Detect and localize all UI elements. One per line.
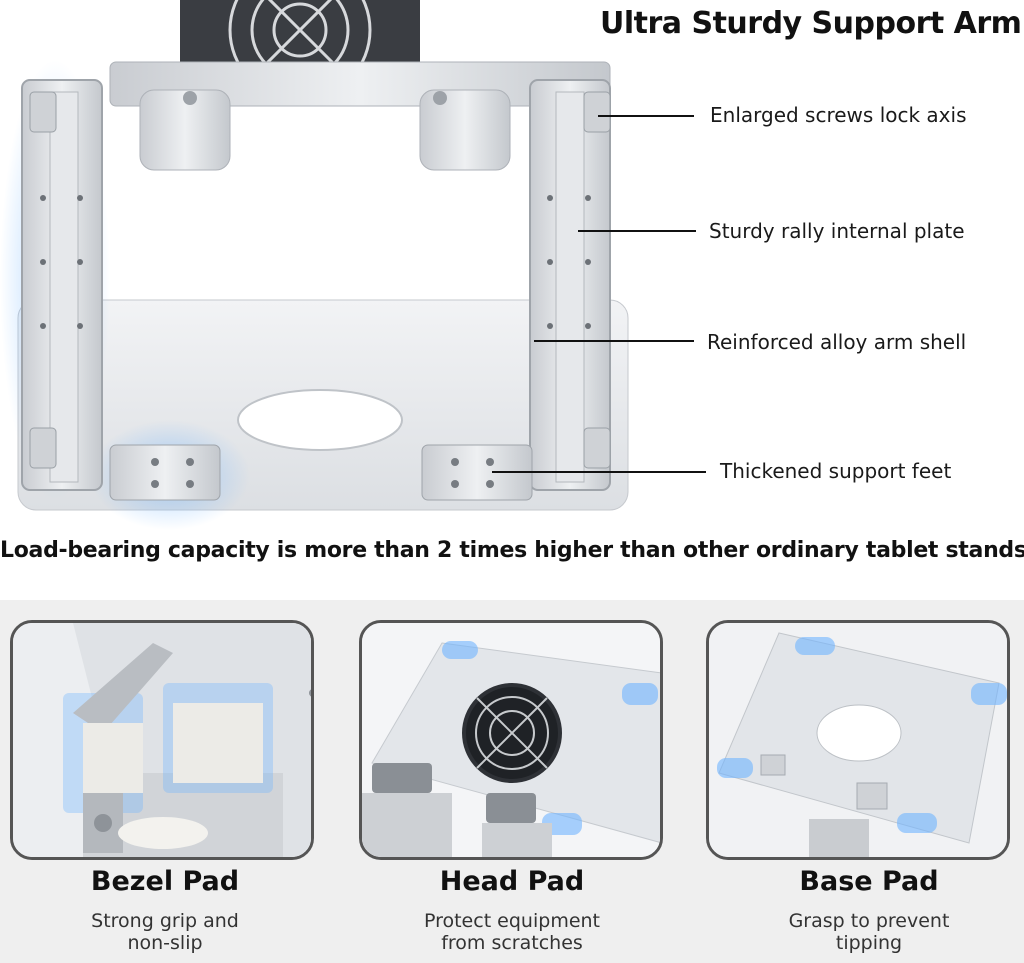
base-pad-title: Base Pad	[799, 866, 939, 897]
base-pad-card	[706, 620, 1010, 860]
bezel-pad-desc-line2: non-slip	[127, 932, 203, 954]
callout-plate: Sturdy rally internal plate	[709, 219, 965, 243]
callout-line-screws	[598, 115, 694, 117]
head-pad-title: Head Pad	[439, 866, 585, 897]
head-pad-card	[359, 620, 663, 860]
bezel-pad-desc: Strong grip and non-slip	[0, 910, 330, 954]
base-pad-desc-line1: Grasp to prevent	[788, 910, 950, 932]
callout-line-shell	[534, 340, 694, 342]
bezel-pad-desc-line1: Strong grip and	[91, 910, 239, 932]
callout-line-plate	[578, 230, 696, 232]
callout-feet: Thickened support feet	[720, 459, 952, 483]
callout-line-feet	[492, 471, 706, 473]
bezel-pad-title: Bezel Pad	[90, 866, 240, 897]
base-pad-desc: Grasp to prevent tipping	[704, 910, 1024, 954]
head-pad-desc: Protect equipment from scratches	[347, 910, 677, 954]
stand-illustration	[0, 0, 640, 530]
head-pad-desc-line1: Protect equipment	[423, 910, 601, 932]
base-pad-desc-line2: tipping	[835, 932, 903, 954]
head-pad-desc-line2: from scratches	[441, 932, 583, 954]
section-title: Ultra Sturdy Support Arm	[600, 6, 1022, 41]
bezel-pad-card	[10, 620, 314, 860]
callout-shell: Reinforced alloy arm shell	[707, 330, 967, 354]
headline: Load-bearing capacity is more than 2 tim…	[0, 538, 1024, 563]
callout-screws: Enlarged screws lock axis	[710, 103, 967, 127]
